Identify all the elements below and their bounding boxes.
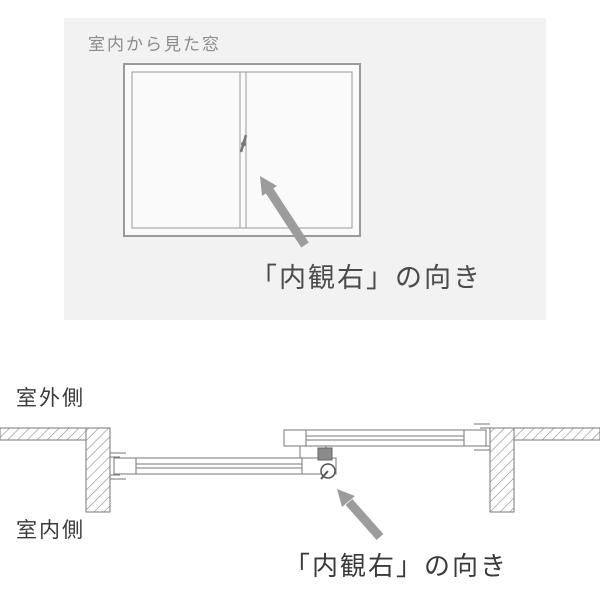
indoor-side-label: 室内側	[16, 518, 85, 542]
outer-sash-section	[283, 429, 487, 447]
direction-label-top: 「内観右」の向き	[250, 263, 482, 294]
frame-channel-left	[110, 452, 126, 480]
crescent-lock-icon	[239, 134, 248, 153]
interior-view-panel	[64, 18, 546, 320]
direction-arrow-icon	[260, 176, 309, 248]
window-section-drawing	[0, 423, 600, 540]
wall-hatch-left	[0, 427, 111, 513]
window-elevation-drawing	[123, 63, 361, 248]
wall-hatch-right	[489, 427, 600, 513]
interior-view-title: 室内から見た窓	[88, 35, 221, 55]
frame-channel-right	[474, 423, 490, 451]
inner-sash-section	[113, 457, 337, 475]
direction-arrow-icon	[337, 489, 384, 540]
crescent-lock-section-icon	[299, 445, 336, 480]
direction-label-bottom: 「内観右」の向き	[284, 552, 509, 582]
outdoor-side-label: 室外側	[16, 386, 85, 410]
